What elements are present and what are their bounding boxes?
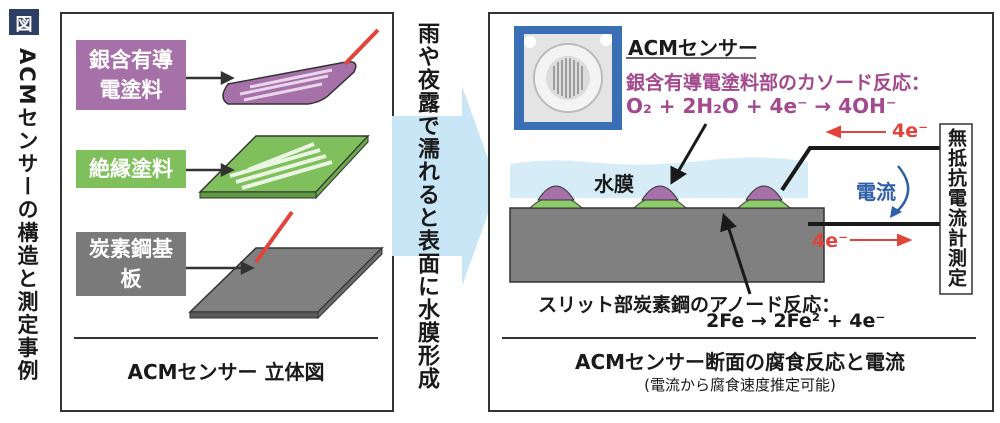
sensor-photo bbox=[514, 26, 622, 130]
layer-label-silver-paint: 銀含有導電塗料 bbox=[76, 40, 186, 110]
electron-label-top: 4e⁻ bbox=[892, 120, 929, 142]
process-description: 雨や夜露で濡れると表面に水膜形成 bbox=[414, 22, 439, 390]
right-panel-subcaption: (電流から腐食速度推定可能) bbox=[644, 376, 836, 394]
process-arrow bbox=[392, 86, 498, 286]
left-panel-caption: ACMセンサー 立体図 bbox=[127, 360, 325, 384]
anode-reaction-equation: 2Fe → 2Fe² + 4e⁻ bbox=[706, 310, 886, 332]
layer-label-insulating-paint: 絶縁塗料 bbox=[76, 150, 186, 188]
pointer-arrows bbox=[670, 123, 752, 295]
cross-section-illustration bbox=[502, 26, 976, 339]
right-panel-caption: ACMセンサー断面の腐食反応と電流 bbox=[574, 350, 906, 374]
ammeter-label: 無抵抗電流計測定 bbox=[945, 128, 967, 288]
electron-arrows bbox=[825, 125, 913, 247]
circuit-wires bbox=[780, 146, 940, 226]
figure-badge: 図 bbox=[9, 9, 39, 35]
silver-bumps bbox=[537, 185, 783, 201]
current-label: 電流 bbox=[856, 180, 896, 204]
layer-label-carbon-steel: 炭素鋼基板 bbox=[76, 232, 186, 296]
cathode-reaction-equation: O₂ + 2H₂O + 4e⁻ → 4OH⁻ bbox=[626, 94, 897, 118]
ammeter-box bbox=[939, 123, 973, 295]
current-arrow bbox=[893, 165, 910, 215]
left-panel-illustration bbox=[74, 28, 384, 339]
electron-label-bottom: 4e⁻ bbox=[812, 230, 849, 252]
silver-electrode-shape bbox=[222, 28, 380, 105]
cathode-reaction-title: 銀含有導電塗料部のカソード反応： bbox=[626, 72, 931, 94]
steel-cross-section bbox=[509, 207, 825, 283]
steel-substrate-shape bbox=[188, 210, 384, 320]
insulating-layer-shape bbox=[198, 134, 370, 200]
water-film-shape bbox=[510, 157, 808, 198]
label-arrows bbox=[186, 70, 255, 276]
photo-label: ACMセンサー bbox=[628, 36, 759, 60]
figure-vertical-title: ACMセンサーの構造と測定事例 bbox=[15, 48, 39, 383]
water-film-label: 水膜 bbox=[594, 172, 634, 196]
anode-reaction-title: スリット部炭素鋼のアノード反応： bbox=[538, 294, 841, 316]
